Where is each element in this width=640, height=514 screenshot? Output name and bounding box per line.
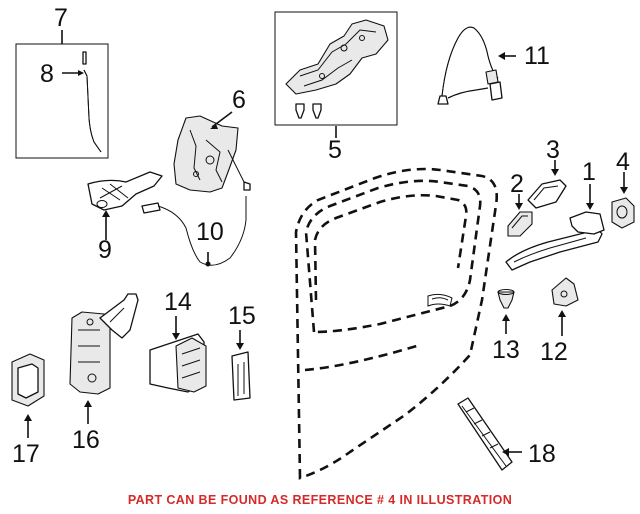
handle-bezel xyxy=(507,194,533,237)
grommet xyxy=(497,289,515,334)
callout-12: 12 xyxy=(540,338,568,366)
callout-10: 10 xyxy=(196,218,224,246)
callout-14: 14 xyxy=(164,288,192,316)
callout-1: 1 xyxy=(582,158,596,186)
callout-7: 7 xyxy=(54,4,68,32)
reference-note: PART CAN BE FOUND AS REFERENCE # 4 IN IL… xyxy=(127,493,513,507)
callout-numbers: 7 8 5 6 11 9 10 3 2 1 4 13 12 14 15 16 1… xyxy=(12,4,630,468)
callout-18: 18 xyxy=(528,440,556,468)
callout-6: 6 xyxy=(232,86,246,114)
check-seal xyxy=(11,353,45,438)
handle-gasket xyxy=(527,160,567,209)
callout-8: 8 xyxy=(40,60,54,88)
callout-3: 3 xyxy=(546,136,560,164)
callout-5: 5 xyxy=(328,136,342,164)
callout-15: 15 xyxy=(228,302,256,330)
callout-16: 16 xyxy=(72,426,100,454)
callout-9: 9 xyxy=(98,236,112,264)
release-cable xyxy=(437,26,516,105)
rod-kit-box xyxy=(15,30,109,159)
cable xyxy=(141,196,247,267)
handle-cap xyxy=(611,172,635,229)
lock-mechanism-box xyxy=(274,11,398,138)
door-shell xyxy=(294,167,498,480)
outside-handle xyxy=(505,184,605,271)
callout-4: 4 xyxy=(616,148,630,176)
retainer-clip xyxy=(231,330,251,401)
handle-bracket xyxy=(551,277,579,336)
callout-13: 13 xyxy=(492,336,520,364)
callout-2: 2 xyxy=(510,170,524,198)
door-check xyxy=(69,293,139,424)
hinge xyxy=(149,316,207,393)
seal-strip xyxy=(457,397,522,471)
callout-11: 11 xyxy=(524,42,550,70)
door-latch xyxy=(173,111,251,193)
callout-17: 17 xyxy=(12,440,40,468)
inside-handle xyxy=(87,171,163,240)
